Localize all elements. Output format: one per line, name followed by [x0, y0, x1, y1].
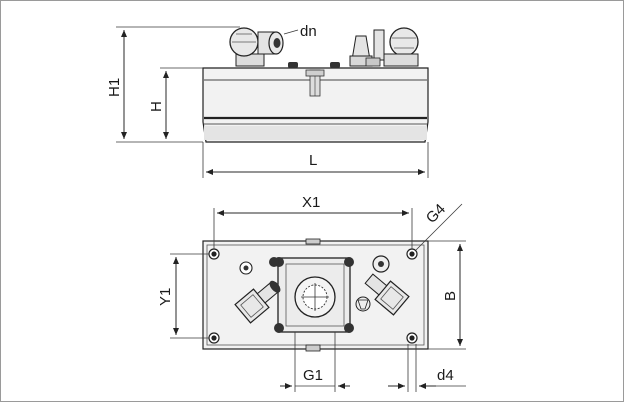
fitting-right-top	[364, 273, 410, 316]
label-d4: d4	[437, 367, 454, 384]
label-l: L	[309, 152, 317, 169]
fitting-left	[229, 27, 284, 67]
fitting-left-top	[234, 280, 281, 324]
label-y1: Y1	[157, 288, 174, 306]
label-g1: G1	[303, 367, 323, 384]
label-x1: X1	[302, 194, 320, 211]
label-h1: H1	[106, 78, 123, 97]
label-dn: dn	[300, 23, 317, 40]
label-g4: G4	[423, 201, 449, 227]
label-h: H	[148, 101, 165, 112]
fitting-right	[349, 27, 419, 67]
label-b: B	[442, 291, 459, 301]
side-view: dn H1 H L	[106, 23, 429, 178]
top-view: X1 G4 Y1 B G1 d4	[157, 194, 466, 392]
